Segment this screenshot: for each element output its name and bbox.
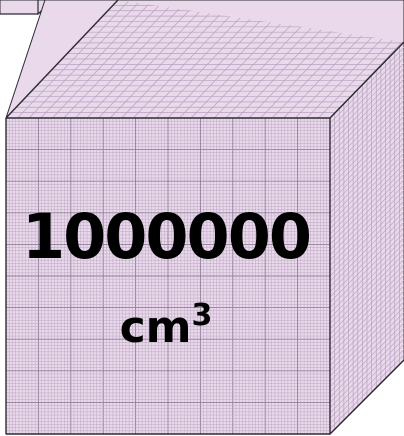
volume-unit: cm3 <box>0 302 332 353</box>
cube-front-face <box>6 118 330 434</box>
unit-exponent: 3 <box>192 298 213 333</box>
volume-value: 1000000 <box>0 200 332 273</box>
cube-top-face <box>6 0 404 118</box>
unit-text: cm <box>120 302 192 353</box>
